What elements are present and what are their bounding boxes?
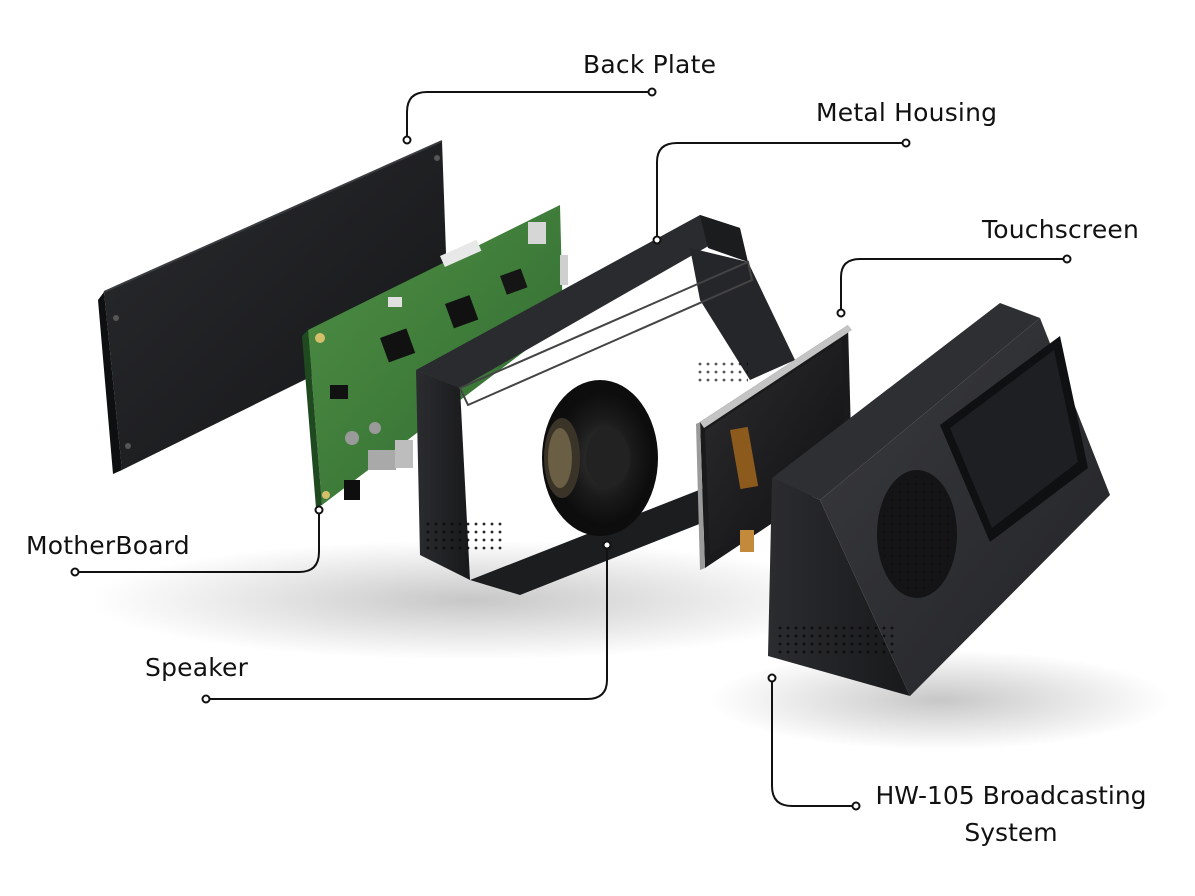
callout-line-speaker [206, 545, 608, 700]
back-plate-label: Back Plate [583, 50, 717, 79]
system-label-line1: HW-105 Broadcasting [875, 781, 1147, 810]
system-label: HW-105 Broadcasting System [866, 777, 1156, 851]
touchscreen-label: Touchscreen [982, 215, 1140, 244]
system-label-line2: System [964, 818, 1058, 847]
metal-housing-label: Metal Housing [816, 98, 998, 127]
floor-shadow [90, 540, 850, 660]
speaker-part [542, 380, 658, 536]
callout-lines [75, 91, 1067, 807]
callout-line-metal-housing [656, 142, 906, 240]
touchscreen-part [696, 325, 852, 570]
callout-line-system [771, 680, 856, 807]
callout-line-back-plate [406, 91, 652, 138]
floor-shadow [710, 650, 1170, 750]
front-case-part [768, 303, 1110, 696]
speaker-label: Speaker [145, 653, 249, 682]
callout-dots [70, 87, 1072, 811]
motherboard-part [302, 205, 568, 508]
callout-line-touchscreen [840, 258, 1067, 312]
motherboard-label: MotherBoard [26, 531, 190, 560]
callout-line-motherboard [75, 511, 320, 573]
